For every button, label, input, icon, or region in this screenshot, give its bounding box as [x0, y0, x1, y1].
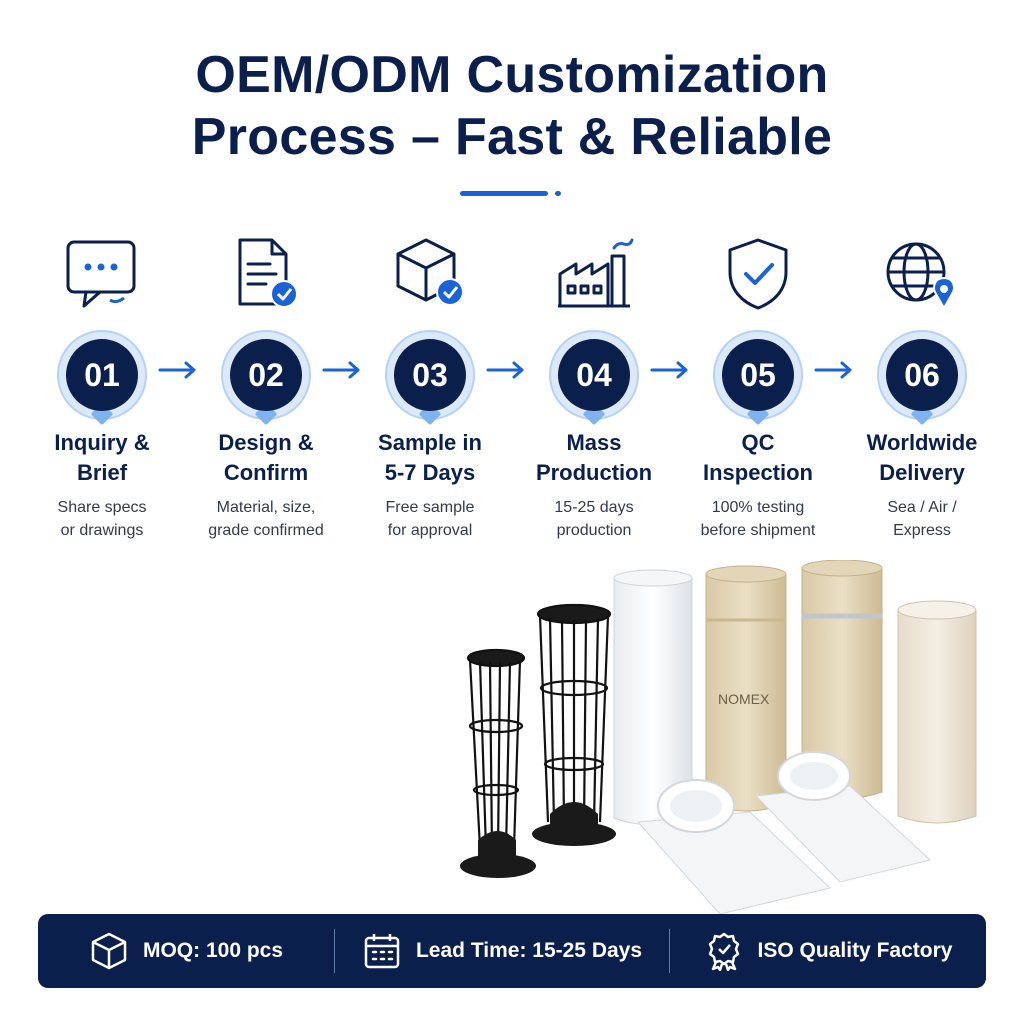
arrow-right-icon	[320, 358, 364, 382]
document-check-icon	[226, 234, 306, 314]
step-number: 02	[230, 339, 302, 411]
page-title-line-2: Process – Fast & Reliable	[191, 108, 833, 166]
title-underline	[460, 191, 548, 196]
lead-time-text: Lead Time: 15-25 Days	[415, 939, 643, 962]
quality-item: ISO Quality Factory	[670, 914, 986, 988]
award-badge-icon	[708, 932, 739, 971]
step-number: 01	[66, 339, 138, 411]
moq-item: MOQ: 100 pcs	[38, 914, 334, 988]
arrow-right-icon	[812, 358, 856, 382]
title-underline-dot	[555, 191, 561, 196]
step-number: 05	[722, 339, 794, 411]
chat-bubble-icon	[62, 234, 142, 314]
step-number: 06	[886, 339, 958, 411]
step-badge: 01	[57, 330, 147, 426]
step-badge: 06	[877, 330, 967, 426]
bar-divider	[334, 929, 335, 973]
quality-text: ISO Quality Factory	[757, 939, 953, 962]
page-title: OEM/ODM Customization Process – Fast & R…	[0, 44, 1024, 168]
moq-text: MOQ: 100 pcs	[142, 939, 284, 962]
step-badge: 02	[221, 330, 311, 426]
box-icon	[91, 932, 127, 970]
step-number: 03	[394, 339, 466, 411]
step-description: Sea / Air /Express	[887, 499, 957, 539]
step-badge: 05	[713, 330, 803, 426]
arrow-right-icon	[484, 358, 528, 382]
step-title: Design &Confirm	[218, 430, 314, 485]
globe-pin-icon	[882, 234, 962, 314]
step-title: Inquiry &Brief	[54, 430, 150, 485]
arrow-right-icon	[156, 358, 200, 382]
calendar-icon	[364, 934, 400, 969]
box-check-icon	[390, 234, 470, 314]
step-badge: 04	[549, 330, 639, 426]
nomex-label: NOMEX	[718, 691, 770, 707]
page-title-line-1: OEM/ODM Customization	[195, 46, 829, 104]
bottom-info-bar: MOQ: 100 pcs Lead Time: 15-25 Days ISO Q…	[38, 914, 986, 988]
shield-check-icon	[718, 234, 798, 314]
lead-time-item: Lead Time: 15-25 Days	[335, 914, 669, 988]
step-description: Material, size,grade confirmed	[208, 499, 324, 539]
step-number: 04	[558, 339, 630, 411]
filter-bags-and-cages-image: NOMEX	[460, 559, 977, 915]
step-badge: 03	[385, 330, 475, 426]
arrow-right-icon	[648, 358, 692, 382]
bar-divider	[669, 929, 670, 973]
factory-icon	[554, 234, 634, 314]
product-illustration: NOMEX	[450, 559, 990, 930]
process-step-design: 02 Design &Confirm Material, size,grade …	[184, 230, 348, 560]
